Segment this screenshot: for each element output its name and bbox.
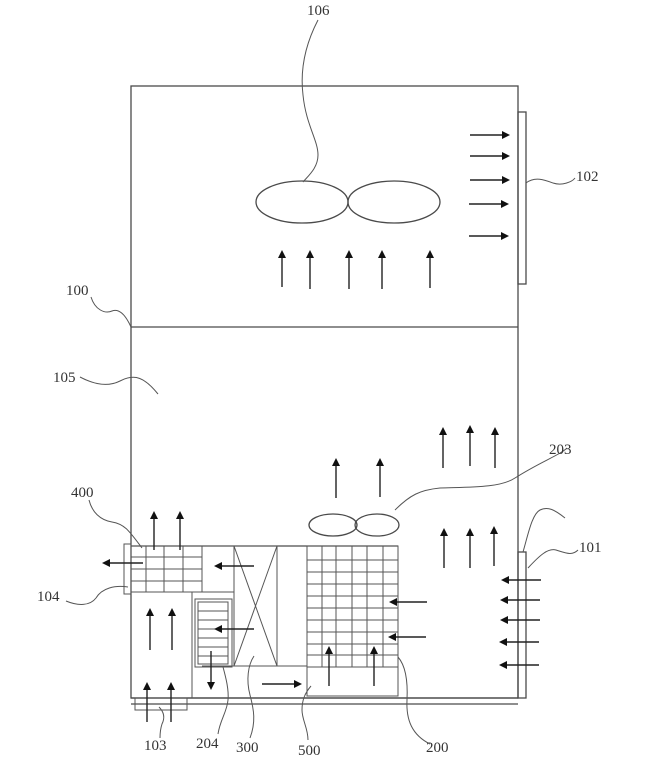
filter-204 <box>194 598 233 668</box>
right-upflow-arrows-bottom <box>440 526 498 568</box>
upper-intake-arrows <box>278 250 434 289</box>
outlet-104 <box>123 543 132 595</box>
label-400: 400 <box>71 485 94 501</box>
label-100: 100 <box>66 283 89 299</box>
filter-outer <box>194 598 233 668</box>
label-104: 104 <box>37 589 60 605</box>
label-204: 204 <box>196 736 219 752</box>
leader-104 <box>65 585 129 605</box>
fan-blade-right <box>354 513 400 537</box>
leader-203 <box>522 507 566 553</box>
leader-102 <box>525 177 576 185</box>
leader-103 <box>158 706 165 739</box>
leader-101 <box>527 549 579 569</box>
housing-outline <box>130 85 519 699</box>
outlet-grille-102 <box>517 111 527 285</box>
leader-300 <box>247 655 255 739</box>
inlet-grille-101 <box>517 551 527 699</box>
label-203: 203 <box>549 442 572 458</box>
label-300: 300 <box>236 740 259 756</box>
coil-200 <box>306 545 399 697</box>
leader-lines <box>65 19 579 745</box>
fan-blade-right <box>347 180 441 224</box>
label-500: 500 <box>298 743 321 759</box>
leader-400 <box>88 499 143 549</box>
right-upflow-arrows-top <box>439 425 499 468</box>
leader-105 <box>79 376 159 395</box>
leader-100 <box>90 296 132 328</box>
fan-blade-left <box>308 513 358 537</box>
right-inlet-arrows <box>499 576 541 669</box>
label-106: 106 <box>307 3 330 19</box>
leader-200 <box>397 656 431 745</box>
leader-203b <box>394 447 568 511</box>
fan-blade-left <box>255 180 349 224</box>
leader-106 <box>301 19 319 183</box>
leader-500 <box>301 685 312 741</box>
transfer-box <box>201 545 235 593</box>
label-102: 102 <box>576 169 599 185</box>
housing-100 <box>130 85 519 705</box>
filter-inner <box>197 601 229 665</box>
coil-400 <box>130 545 203 593</box>
label-105: 105 <box>53 370 76 386</box>
cross-exchanger-300 <box>233 545 308 667</box>
upper-outlet-arrows <box>469 131 510 240</box>
lower-fan-203 <box>308 513 400 537</box>
internal-module <box>102 511 427 722</box>
lower-fan-arrows <box>332 458 384 498</box>
label-101: 101 <box>579 540 602 556</box>
label-103: 103 <box>144 738 167 754</box>
leader-204 <box>217 666 229 735</box>
label-200: 200 <box>426 740 449 756</box>
upper-fan-106 <box>255 180 441 224</box>
reference-labels: 106 102 100 105 203 400 101 104 103 204 … <box>37 3 602 759</box>
